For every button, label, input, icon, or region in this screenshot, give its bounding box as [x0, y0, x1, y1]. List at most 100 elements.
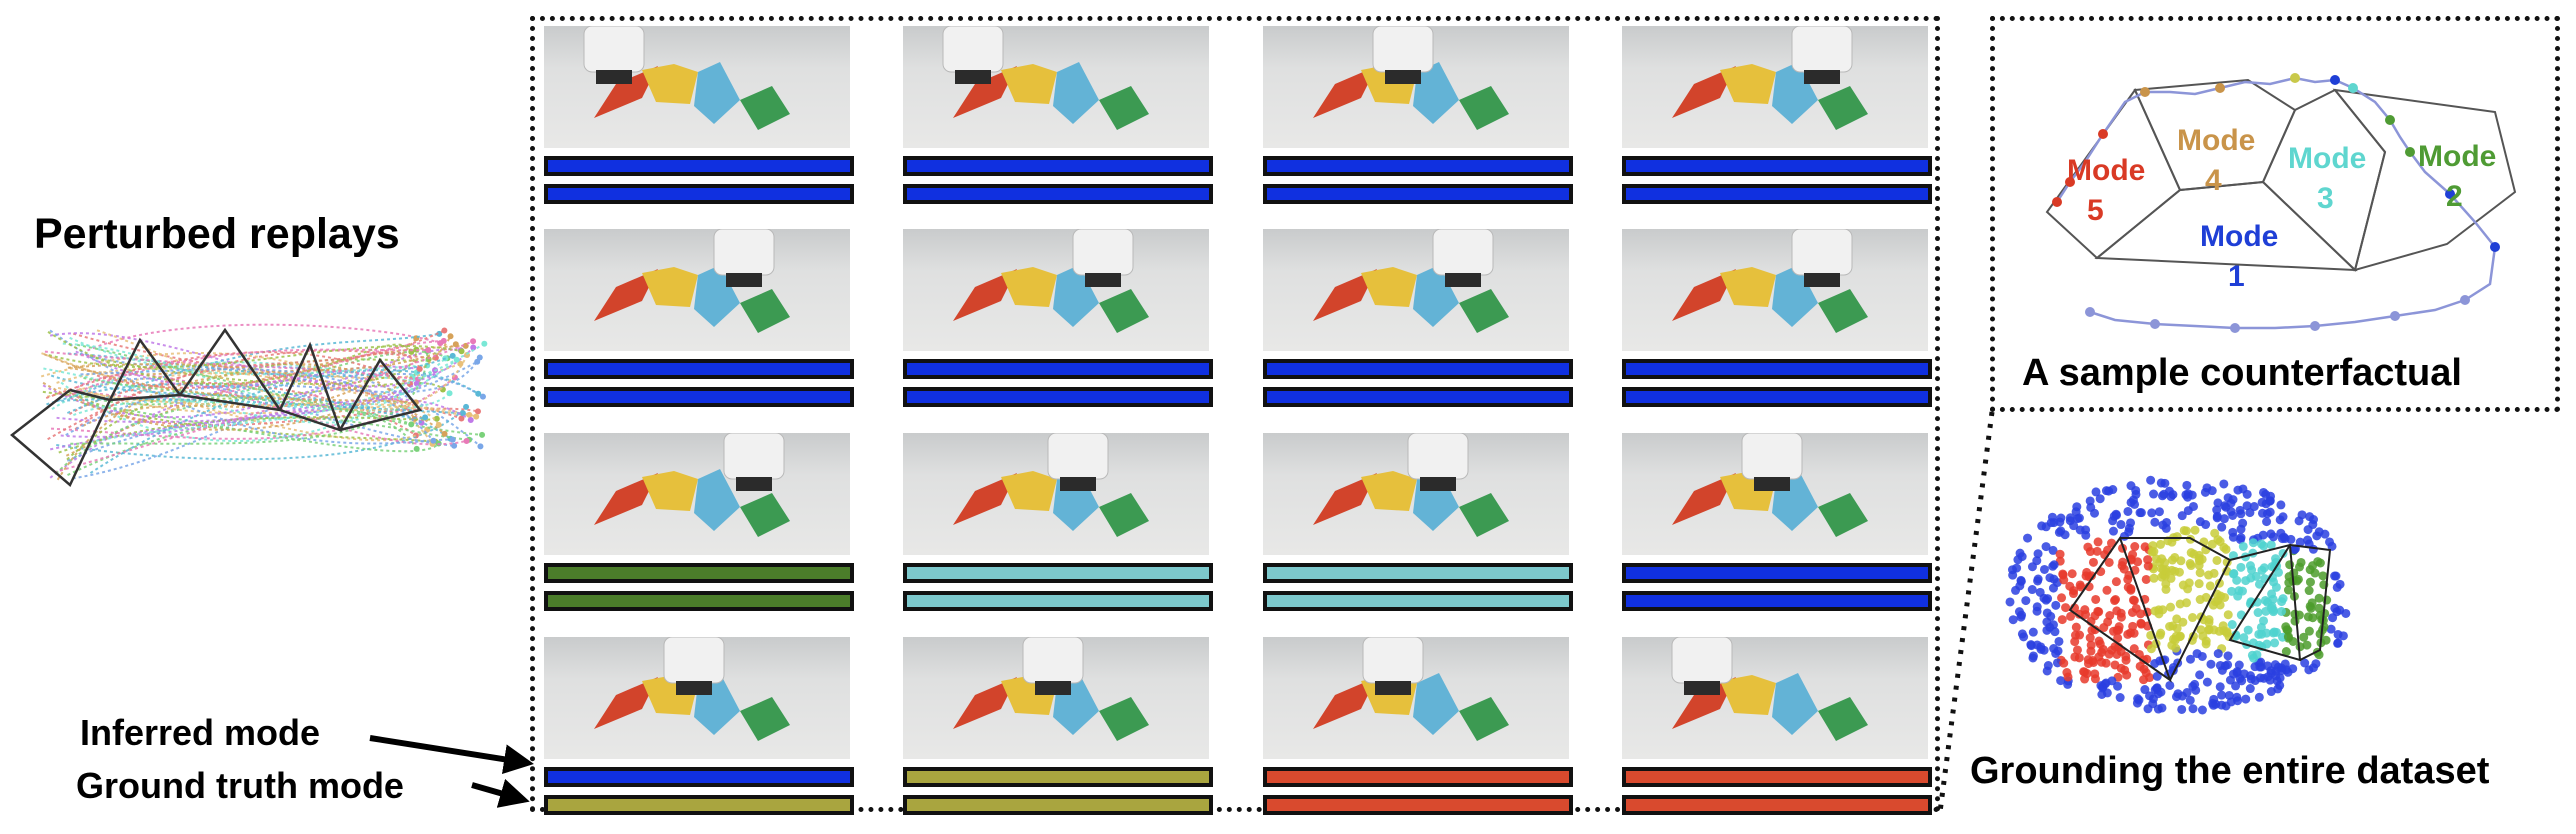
dataset-point	[2128, 621, 2138, 631]
dataset-point	[2213, 498, 2223, 508]
dataset-point	[2303, 535, 2313, 545]
inferred-mode-bar	[544, 563, 854, 583]
inferred-mode-bar	[903, 156, 1213, 176]
dataset-point	[2177, 511, 2187, 521]
dataset-point	[2143, 561, 2153, 571]
green-tile	[740, 289, 790, 333]
dataset-point	[2129, 628, 2139, 638]
dataset-point	[2079, 667, 2089, 677]
dataset-point	[2207, 539, 2217, 549]
ground-truth-mode-bar	[1263, 387, 1573, 407]
frame-cell	[1263, 433, 1573, 623]
dataset-point	[2271, 671, 2281, 681]
replay-trajectory	[78, 387, 477, 418]
replay-endpoint	[437, 340, 444, 347]
dataset-point	[2190, 525, 2200, 535]
replay-trajectory	[57, 386, 440, 426]
green-tile	[1818, 493, 1868, 537]
dataset-point	[2305, 512, 2315, 522]
replay-trajectory	[56, 343, 457, 481]
gripper	[1407, 433, 1469, 491]
red-tile	[953, 473, 1017, 525]
robot-frame	[1263, 433, 1569, 555]
gripper	[1047, 433, 1109, 491]
green-tile	[1459, 289, 1509, 333]
mode-1-word: Mode	[2200, 220, 2278, 253]
dataset-point	[2122, 670, 2132, 680]
dataset-point	[2257, 629, 2267, 639]
green-tile	[740, 493, 790, 537]
dataset-point	[2131, 485, 2141, 495]
dataset-point	[2057, 615, 2067, 625]
dataset-point	[2270, 660, 2280, 670]
yellow-tile	[1361, 267, 1417, 307]
counterfactual-title: A sample counterfactual	[2022, 352, 2462, 394]
replay-endpoint	[470, 338, 477, 345]
dataset-point	[2239, 633, 2249, 643]
replay-endpoint	[457, 360, 464, 367]
dataset-point	[2129, 596, 2139, 606]
trajectory-point	[2098, 129, 2108, 139]
dataset-point	[2314, 527, 2324, 537]
dataset-point	[2185, 695, 2195, 705]
mode-5-num: 5	[2087, 194, 2104, 227]
trajectory-point	[2445, 189, 2455, 199]
dataset-point	[2259, 616, 2269, 626]
replay-endpoint	[408, 421, 415, 428]
replay-endpoint	[467, 417, 474, 424]
red-tile	[1672, 473, 1736, 525]
dataset-point	[2153, 704, 2163, 714]
dataset-point	[2208, 698, 2218, 708]
dataset-point	[2081, 571, 2091, 581]
trajectory-point	[2230, 323, 2240, 333]
perturbed-replays-title: Perturbed replays	[34, 210, 400, 258]
counterfactual-diagram: Mode 5 Mode 4 Mode 3 Mode 2 Mode 1	[2045, 73, 2517, 333]
red-tile	[594, 66, 658, 118]
dataset-point	[2065, 513, 2075, 523]
dataset-point	[2094, 636, 2104, 646]
yellow-tile	[642, 267, 698, 307]
dataset-point	[2140, 542, 2150, 552]
dataset-point	[2314, 593, 2324, 603]
dataset-point	[2156, 628, 2166, 638]
dataset-point	[2228, 532, 2238, 542]
dataset-point	[2027, 585, 2037, 595]
dataset-point	[2220, 661, 2230, 671]
ground-truth-mode-bar	[1263, 795, 1573, 815]
dataset-point	[2165, 621, 2175, 631]
dataset-point	[2235, 505, 2245, 515]
red-tile	[953, 677, 1017, 729]
dataset-point	[2311, 659, 2321, 669]
dataset-point	[2266, 603, 2276, 613]
dataset-point	[2314, 603, 2324, 613]
blue-tile	[694, 469, 740, 531]
dataset-point	[2228, 510, 2238, 520]
inferred-mode-bar	[1263, 156, 1573, 176]
dataset-point	[2245, 561, 2255, 571]
ground-truth-mode-bar	[903, 591, 1213, 611]
dataset-point	[2265, 507, 2275, 517]
dataset-point	[2321, 635, 2331, 645]
dataset-point	[2136, 508, 2146, 518]
replay-trajectory	[49, 332, 474, 388]
replay-trajectory	[40, 352, 434, 445]
replay-endpoint	[430, 437, 437, 444]
inferred-mode-bar	[1263, 767, 1573, 787]
dataset-point	[2117, 561, 2127, 571]
dataset-point	[2201, 636, 2211, 646]
dataset-point	[2212, 555, 2222, 565]
dataset-point	[2197, 705, 2207, 715]
inferred-mode-label: Inferred mode	[80, 712, 321, 753]
robot-frame	[1263, 26, 1569, 148]
dataset-point	[2283, 585, 2293, 595]
counterfactual-connector	[1937, 411, 1995, 813]
dataset-point	[2275, 680, 2285, 690]
replay-trajectory	[48, 345, 462, 369]
gripper	[723, 433, 785, 491]
replay-endpoint	[435, 421, 442, 428]
mode-3-word: Mode	[2288, 142, 2366, 175]
frame-cell	[903, 433, 1213, 623]
ground-truth-mode-label: Ground truth mode	[76, 765, 404, 806]
mode-3-region	[2261, 88, 2387, 272]
mode-3-num: 3	[2317, 182, 2334, 215]
